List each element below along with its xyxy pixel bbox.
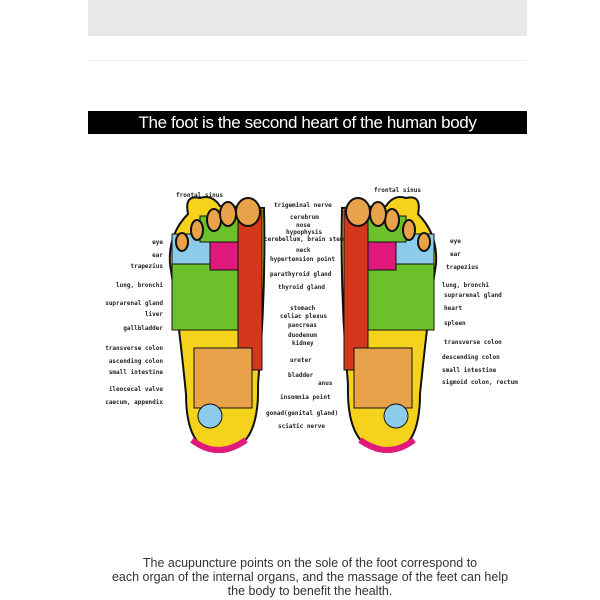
- label-kidney: kidney: [292, 340, 314, 347]
- label-left-ear: ear: [152, 252, 163, 259]
- label-left-transverse-colon: transverse colon: [105, 345, 163, 352]
- label-hypertension-point: hypertension point: [270, 256, 336, 263]
- label-right-suprarenal: suprarenal gland: [444, 292, 502, 299]
- label-parathyroid: parathyroid gland: [270, 271, 332, 278]
- label-hypophysis: hypophysis: [286, 229, 323, 236]
- label-ureter: ureter: [290, 357, 312, 364]
- label-right-small-intestine: small intestine: [442, 367, 497, 374]
- caption-line-3: the body to benefit the health.: [227, 584, 393, 598]
- label-stomach: stomach: [290, 305, 316, 312]
- label-insomnia-point: insomnia point: [280, 394, 331, 401]
- foot-reflexology-chart: frontal sinus eye ear trapezius lung, br…: [88, 134, 527, 500]
- label-gonad: gonad(genital gland): [266, 410, 339, 417]
- label-bladder: bladder: [288, 372, 314, 379]
- label-left-eye: eye: [152, 239, 163, 246]
- label-left-lung: lung, bronchi: [116, 282, 163, 289]
- label-thyroid: thyroid gland: [278, 284, 325, 291]
- label-right-sigmoid-colon: sigmoid colon, rectum: [442, 379, 518, 386]
- label-right-frontal-sinus: frontal sinus: [374, 187, 421, 194]
- label-right-spleen: spleen: [444, 320, 466, 327]
- label-nose: nose: [296, 222, 311, 229]
- label-left-ascending-colon: ascending colon: [108, 358, 163, 365]
- label-left-ileocecal: ileocecal valve: [108, 386, 163, 393]
- label-left-trapezius: trapezius: [130, 263, 163, 270]
- caption: The acupuncture points on the sole of th…: [80, 556, 540, 598]
- caption-line-1: The acupuncture points on the sole of th…: [142, 556, 478, 570]
- label-left-liver: liver: [144, 311, 163, 318]
- label-left-gallbladder: gallbladder: [123, 325, 163, 332]
- label-cerebrum: cerebrum: [290, 214, 319, 221]
- label-pancreas: pancreas: [288, 322, 317, 329]
- label-duodenum: duodenum: [288, 332, 317, 339]
- label-right-ear: ear: [450, 251, 461, 258]
- label-left-frontal-sinus: frontal sinus: [176, 192, 223, 199]
- label-right-trapezius: trapezius: [446, 264, 479, 271]
- label-right-eye: eye: [450, 238, 461, 245]
- label-left-suprarenal: suprarenal gland: [105, 300, 163, 307]
- caption-line-2: each organ of the internal organs, and t…: [111, 570, 509, 584]
- label-left-caecum: caecum, appendix: [105, 399, 163, 406]
- label-neck: neck: [296, 247, 311, 254]
- label-sciatic-nerve: sciatic nerve: [278, 423, 325, 430]
- label-anus: anus: [318, 380, 333, 387]
- divider: [88, 60, 527, 61]
- label-celiac-plexus: celiac plexus: [280, 313, 327, 320]
- title-banner: The foot is the second heart of the huma…: [88, 111, 527, 134]
- feet-illustration: [168, 196, 438, 454]
- label-right-heart: heart: [444, 305, 463, 312]
- left-foot: [168, 196, 266, 454]
- top-gray-panel: [88, 0, 527, 36]
- label-cerebellum: cerebellum, brain stem: [264, 236, 344, 243]
- label-right-descending-colon: descending colon: [442, 354, 500, 361]
- label-right-lung: lung, bronchi: [442, 282, 489, 289]
- label-left-small-intestine: small intestine: [108, 369, 163, 376]
- label-right-transverse-colon: transverse colon: [444, 339, 502, 346]
- label-trigeminal-nerve: trigeminal nerve: [274, 202, 332, 209]
- right-foot: [340, 196, 438, 454]
